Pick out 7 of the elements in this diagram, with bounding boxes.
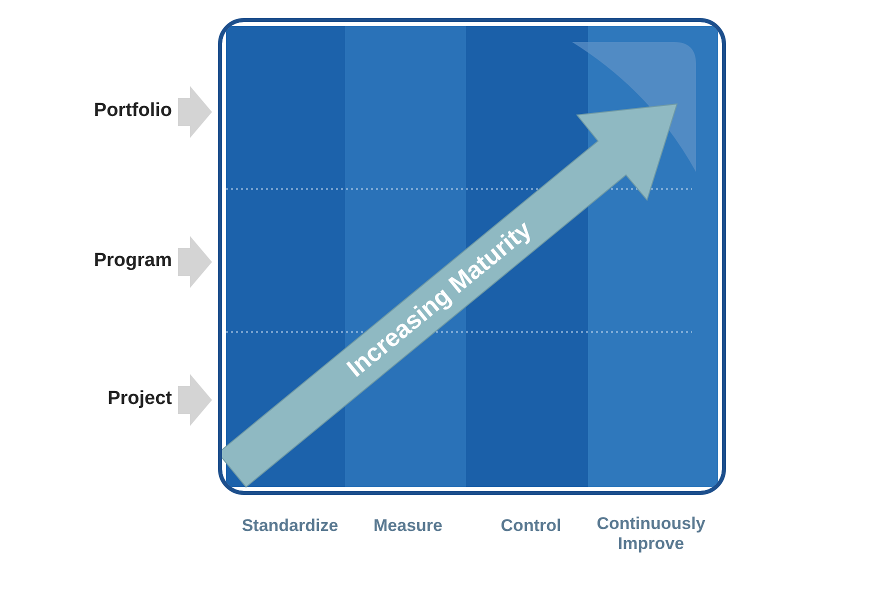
column-label: Measure [372, 516, 444, 536]
row-label: Program [94, 250, 172, 272]
row-label: Project [108, 388, 172, 410]
row-label: Portfolio [94, 100, 172, 122]
column-label: Control [500, 516, 562, 536]
column-label: Standardize [240, 516, 340, 536]
column-label: Continuously Improve [596, 514, 706, 554]
